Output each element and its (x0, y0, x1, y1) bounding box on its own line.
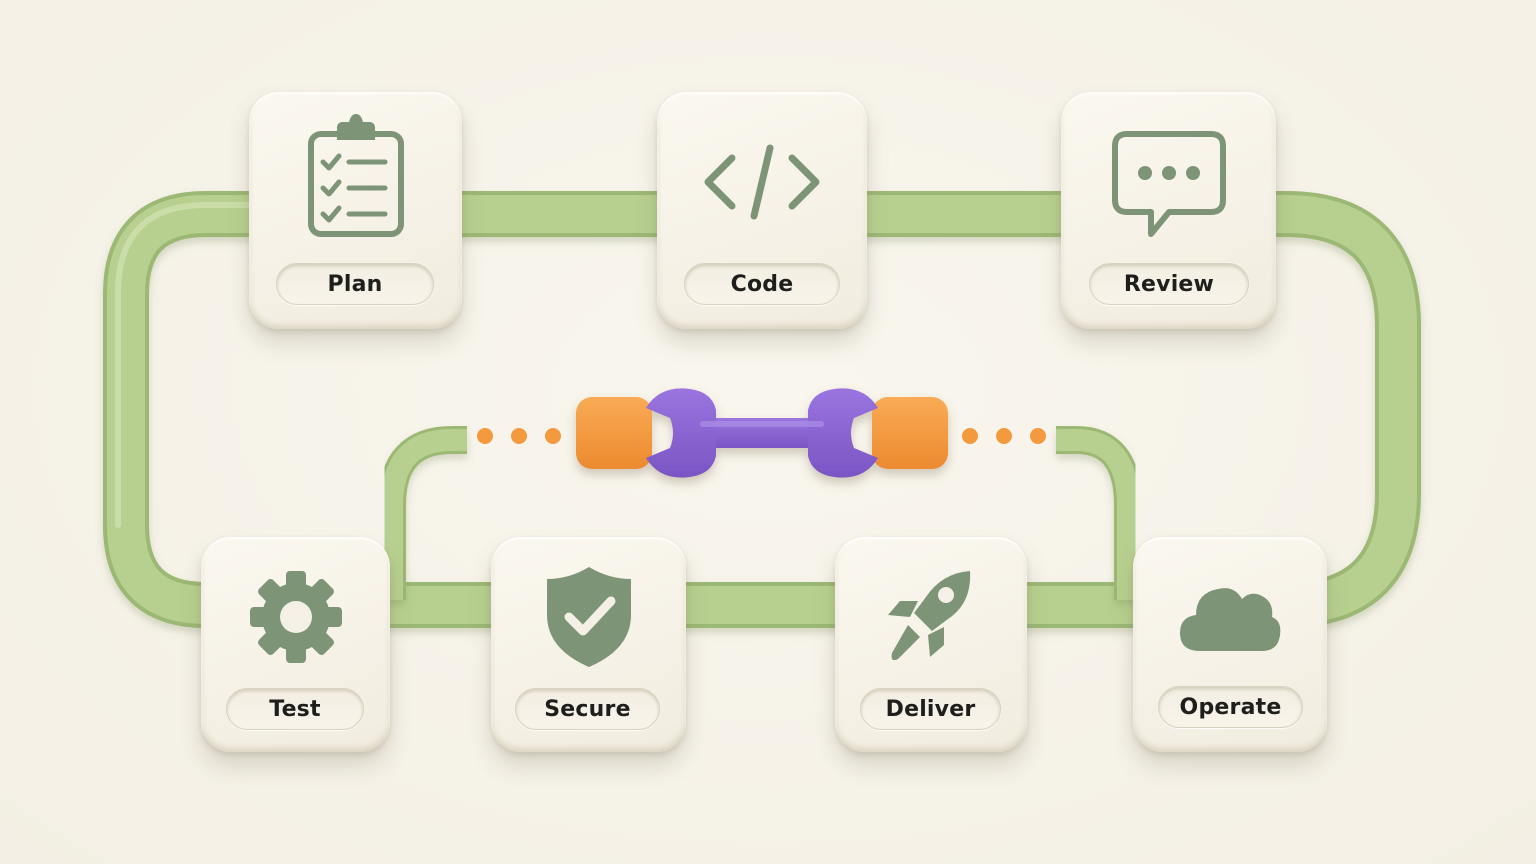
clipboard-checklist-icon (249, 114, 462, 242)
orange-connector-icon (576, 397, 652, 469)
stage-label-secure: Secure (515, 688, 660, 730)
code-brackets-icon (657, 142, 867, 222)
stage-card-operate[interactable]: Operate (1133, 537, 1327, 752)
stage-label-test: Test (226, 688, 364, 730)
dotted-connection-right (962, 428, 1046, 444)
cloud-icon (1133, 581, 1327, 653)
orange-connector-icon (872, 397, 948, 469)
stage-label-operate: Operate (1158, 686, 1303, 728)
stage-card-deliver[interactable]: Deliver (835, 537, 1027, 752)
stage-card-review[interactable]: Review (1061, 92, 1276, 329)
stage-label-deliver: Deliver (860, 688, 1001, 730)
inner-left-pipe (378, 426, 467, 600)
stage-label-code: Code (684, 263, 840, 305)
wrench-icon (646, 388, 878, 478)
gear-icon (201, 569, 390, 665)
rocket-icon (835, 567, 1027, 667)
stage-label-plan: Plan (276, 263, 434, 305)
dotted-connection-left (477, 428, 561, 444)
stage-card-test[interactable]: Test (201, 537, 390, 752)
shield-check-icon (491, 565, 686, 669)
center-tool (576, 388, 948, 478)
stage-label-review: Review (1089, 263, 1249, 305)
stage-card-code[interactable]: Code (657, 92, 867, 329)
inner-right-pipe (1056, 426, 1142, 600)
speech-bubble-icon (1061, 130, 1276, 240)
stage-card-plan[interactable]: Plan (249, 92, 462, 329)
stage-card-secure[interactable]: Secure (491, 537, 686, 752)
